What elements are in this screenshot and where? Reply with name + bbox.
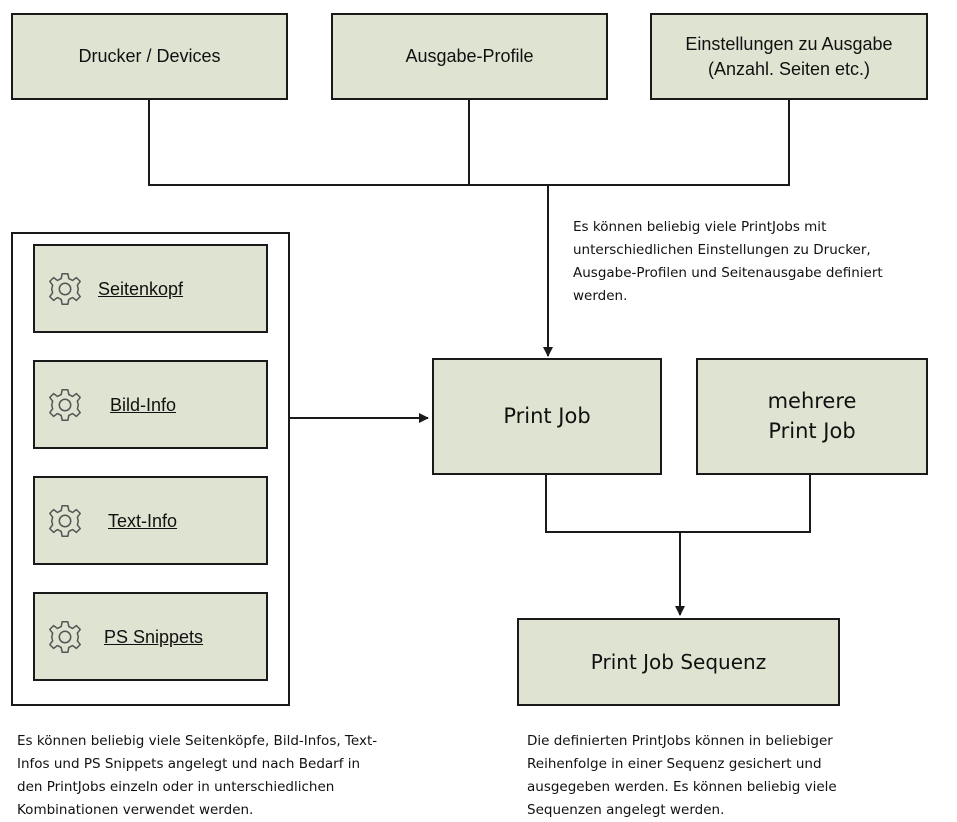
multiple-print-jobs-label-line1: mehrere (767, 389, 857, 414)
multiple-print-jobs-box: mehrere Print Job (696, 358, 928, 475)
print-job-box: Print Job (432, 358, 662, 475)
printjobs-note-line: Ausgabe-Profilen und Seitenausgabe defin… (573, 265, 883, 281)
output-profiles-box: Ausgabe-Profile (331, 13, 608, 100)
jobs-merge-line (545, 475, 811, 533)
sequence-note-line: ausgegeben werden. Es können beliebig vi… (527, 779, 837, 795)
printjobs-note-line: unterschiedlichen Einstellungen zu Druck… (573, 242, 871, 258)
gear-icon (49, 273, 81, 305)
output-profiles-label: Ausgabe-Profile (405, 46, 534, 67)
sequence-note-line: Reihenfolge in einer Sequenz gesichert u… (527, 756, 822, 772)
module-image-info-link[interactable]: Bild-Info (110, 395, 177, 415)
module-text-info[interactable]: Text-Info (33, 476, 268, 565)
print-job-label: Print Job (503, 403, 591, 428)
module-image-info[interactable]: Bild-Info (33, 360, 268, 449)
sequence-note-line: Die definierten PrintJobs können in beli… (527, 733, 833, 749)
modules-note-line: Infos und PS Snippets angelegt und nach … (17, 756, 361, 772)
print-job-sequence-box: Print Job Sequenz (517, 618, 840, 706)
sequence-note-line: Sequenzen angelegt werden. (527, 802, 725, 818)
output-settings-box: Einstellungen zu Ausgabe (Anzahl. Seiten… (650, 13, 928, 100)
output-settings-label-line1: Einstellungen zu Ausgabe (685, 34, 893, 55)
module-text-info-link[interactable]: Text-Info (108, 511, 178, 531)
printjobs-note-line: werden. (573, 288, 628, 304)
modules-note-line: Es können beliebig viele Seitenköpfe, Bi… (17, 733, 378, 749)
modules-note-line: den PrintJobs einzeln oder in unterschie… (17, 779, 335, 795)
gear-icon (49, 505, 81, 537)
output-settings-label-line2: (Anzahl. Seiten etc.) (707, 58, 871, 79)
printjobs-note: Es können beliebig viele PrintJobs mit u… (573, 216, 883, 308)
module-header[interactable]: Seitenkopf (33, 244, 268, 333)
modules-note-line: Kombinationen verwendet werden. (17, 802, 254, 818)
gear-icon (49, 621, 81, 653)
multiple-print-jobs-label-line2: Print Job (768, 418, 856, 443)
devices-box: Drucker / Devices (11, 13, 288, 100)
printjobs-note-line: Es können beliebig viele PrintJobs mit (573, 219, 827, 235)
module-ps-snippets[interactable]: PS Snippets (33, 592, 268, 681)
modules-note: Es können beliebig viele Seitenköpfe, Bi… (17, 730, 377, 822)
sequence-note: Die definierten PrintJobs können in beli… (527, 730, 837, 822)
gear-icon (49, 389, 81, 421)
print-job-sequence-label: Print Job Sequenz (590, 650, 767, 674)
module-ps-snippets-link[interactable]: PS Snippets (104, 627, 204, 647)
modules-panel: Seitenkopf Bild-Info Text-Info PS Snippe… (11, 232, 290, 706)
module-header-link[interactable]: Seitenkopf (98, 279, 184, 299)
top-merge-line (148, 100, 790, 186)
devices-label: Drucker / Devices (78, 46, 221, 67)
